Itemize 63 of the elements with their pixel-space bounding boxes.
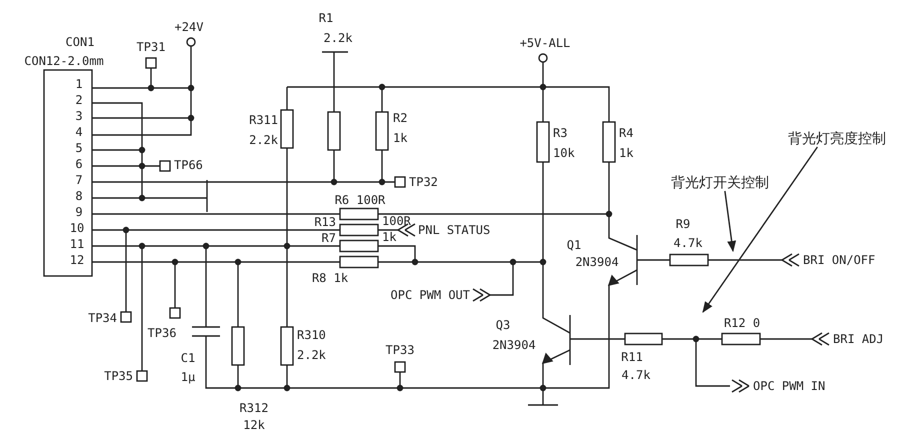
value-label: 1k (382, 231, 396, 243)
pin-number: 1 (75, 78, 83, 90)
component-label: Q1 (566, 239, 582, 251)
component-label: R3 (553, 127, 568, 139)
pin-number: 6 (75, 158, 83, 170)
component-label: R2 (393, 112, 408, 124)
value-label: 10k (553, 147, 575, 159)
pin-number: 12 (70, 254, 84, 266)
leader-line (702, 146, 818, 313)
value-label: 1μ (180, 371, 196, 383)
annotation-text: 背光灯亮度控制 (788, 131, 886, 147)
pin-number: 9 (75, 206, 83, 218)
pin-number: 11 (70, 238, 84, 250)
component-label: R1 (318, 12, 334, 24)
test-point-label: TP34 (88, 312, 117, 324)
test-point-label: TP66 (174, 159, 203, 171)
value-label: 1k (619, 147, 634, 159)
component-label: R311 (249, 114, 278, 126)
test-point-label: TP35 (104, 370, 133, 382)
component-label: R312 (240, 402, 268, 414)
value-label: 2.2k (297, 349, 326, 361)
pin-number: 8 (75, 190, 83, 202)
component-label: 2N3904 (575, 256, 619, 268)
component-label: C1 (180, 352, 196, 364)
signal-label: OPC PWM OUT (390, 289, 470, 301)
component-label: R8 1k (312, 272, 348, 284)
signal-label: BRI ON/OFF (803, 254, 876, 266)
component-label: R4 (619, 127, 634, 139)
value-label: 4.7k (674, 237, 702, 249)
component-label: CON1 (66, 36, 94, 48)
annotation-text: 背光灯开关控制 (671, 175, 769, 191)
value-label: 4.7k (622, 369, 650, 381)
component-label: R7 (322, 232, 336, 244)
signal-label: PNL STATUS (418, 224, 490, 236)
value-label: 2.2k (324, 32, 352, 44)
component-label: R13 (314, 216, 336, 228)
supply-label: +5V-ALL (520, 37, 570, 49)
component-label: 2N3904 (492, 339, 536, 351)
component-label: Q3 (496, 319, 510, 331)
supply-label: +24V (174, 21, 204, 33)
pin-number: 3 (75, 110, 83, 122)
test-point-label: TP36 (148, 327, 176, 339)
value-label: 1k (393, 132, 408, 144)
value-label: 12k (243, 419, 265, 431)
signal-label: OPC PWM IN (753, 380, 826, 392)
leader-line (724, 190, 736, 252)
pin-number: 10 (70, 222, 84, 234)
test-point-label: TP32 (409, 176, 438, 188)
pin-number: 2 (75, 94, 83, 106)
value-label: 100R (382, 215, 411, 227)
component-label: R6 100R (334, 194, 386, 206)
component-label: R11 (621, 351, 643, 363)
component-label: R310 (297, 329, 326, 341)
value-label: 2.2k (249, 134, 278, 146)
test-point-label: TP31 (136, 41, 166, 53)
pin-number: 5 (75, 142, 83, 154)
component-label: R12 0 (724, 317, 760, 329)
pin-number: 4 (75, 126, 83, 138)
signal-label: BRI ADJ (833, 333, 884, 345)
pin-number: 7 (75, 174, 83, 186)
test-point-label: TP33 (386, 344, 414, 356)
component-label: R9 (676, 218, 690, 230)
value-label: CON12-2.0mm (24, 55, 104, 67)
